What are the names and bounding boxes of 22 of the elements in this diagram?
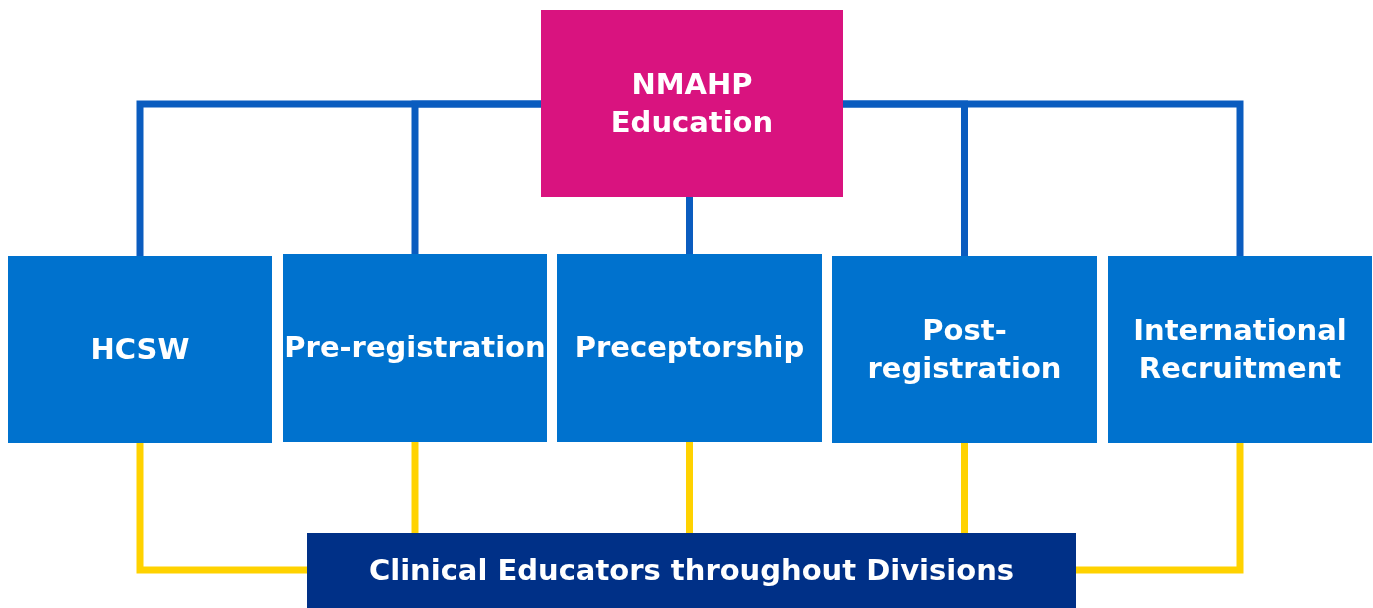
connector-line (1076, 443, 1244, 574)
box-label: International Recruitment (1132, 311, 1348, 387)
box-label: NMAHP Education (609, 65, 775, 141)
box-label: Post-registration (866, 311, 1063, 387)
category-box (832, 256, 1097, 443)
footer-box (307, 533, 1076, 608)
header-box (541, 10, 843, 197)
connector-line (136, 443, 307, 574)
box-label: HCSW (90, 330, 190, 368)
connector-line (843, 100, 1244, 256)
category-box (1108, 256, 1372, 443)
category-box (283, 254, 547, 442)
category-box (8, 256, 272, 443)
connector-line (411, 100, 541, 254)
box-label: Clinical Educators throughout Divisions (368, 551, 1015, 589)
connector-line (686, 197, 693, 254)
category-box (557, 254, 822, 442)
connector-line (411, 442, 419, 533)
connector-line (686, 442, 693, 533)
box-label: Preceptorship (574, 329, 805, 367)
box-label: Pre-registration (284, 329, 546, 367)
connector-line (961, 443, 968, 533)
